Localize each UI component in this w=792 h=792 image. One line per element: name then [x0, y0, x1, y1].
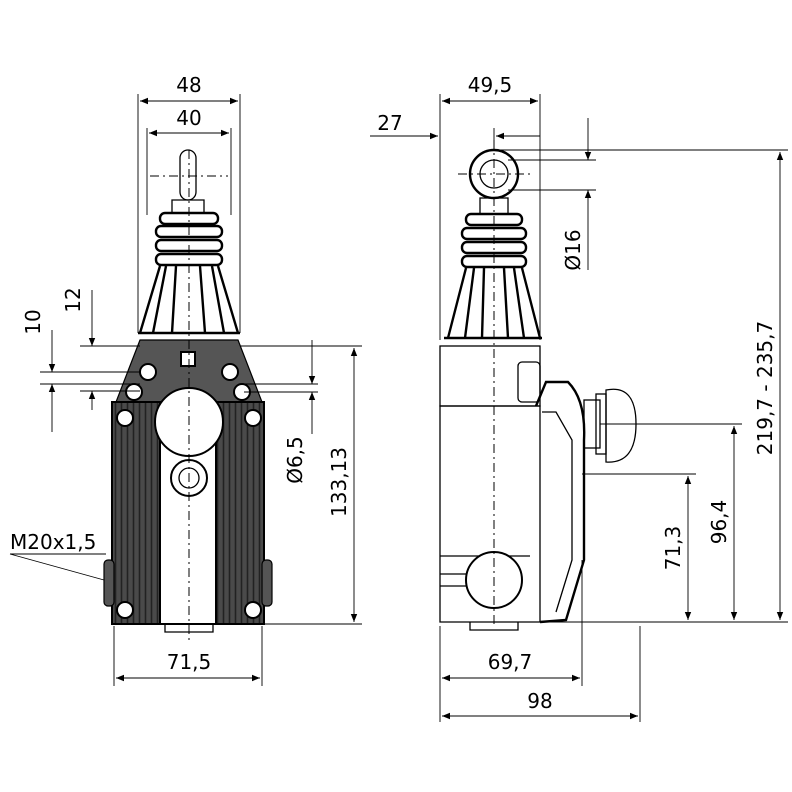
side-button [583, 388, 637, 463]
dim-side-width-body: 69,7 [488, 650, 533, 674]
dim-height-lower: 71,3 [661, 526, 685, 571]
front-dimensions: 48 40 12 10 M20x1,5 Ø6,5 133,13 71,5 [9, 73, 362, 686]
dim-10: 10 [21, 309, 45, 334]
dim-thread: M20x1,5 [10, 530, 96, 554]
front-lever [179, 149, 197, 201]
dim-width-top-outer: 48 [176, 73, 201, 97]
dim-height: 133,13 [327, 447, 351, 517]
front-gland-right [261, 559, 273, 607]
side-cage [444, 267, 542, 340]
front-gland-left [103, 559, 115, 607]
dim-height-button: 96,4 [707, 500, 731, 545]
dim-eye-dia: Ø16 [561, 229, 585, 270]
dim-side-width-top: 49,5 [468, 73, 513, 97]
dim-width-body: 71,5 [167, 650, 212, 674]
dim-12: 12 [61, 287, 85, 312]
front-view [103, 149, 273, 640]
dim-width-top-inner: 40 [176, 106, 201, 130]
side-view [439, 140, 637, 631]
front-cage [138, 265, 240, 335]
dim-hole-dia: Ø6,5 [283, 436, 307, 484]
side-upper-body [439, 345, 541, 407]
dim-offset: 27 [377, 111, 402, 135]
dim-side-width-total: 98 [527, 689, 552, 713]
side-cover [534, 380, 586, 624]
side-dimensions: 49,5 27 Ø16 219,7 - 235,7 96,4 71,3 69,7 [370, 73, 788, 722]
dim-height-total: 219,7 - 235,7 [753, 321, 777, 455]
